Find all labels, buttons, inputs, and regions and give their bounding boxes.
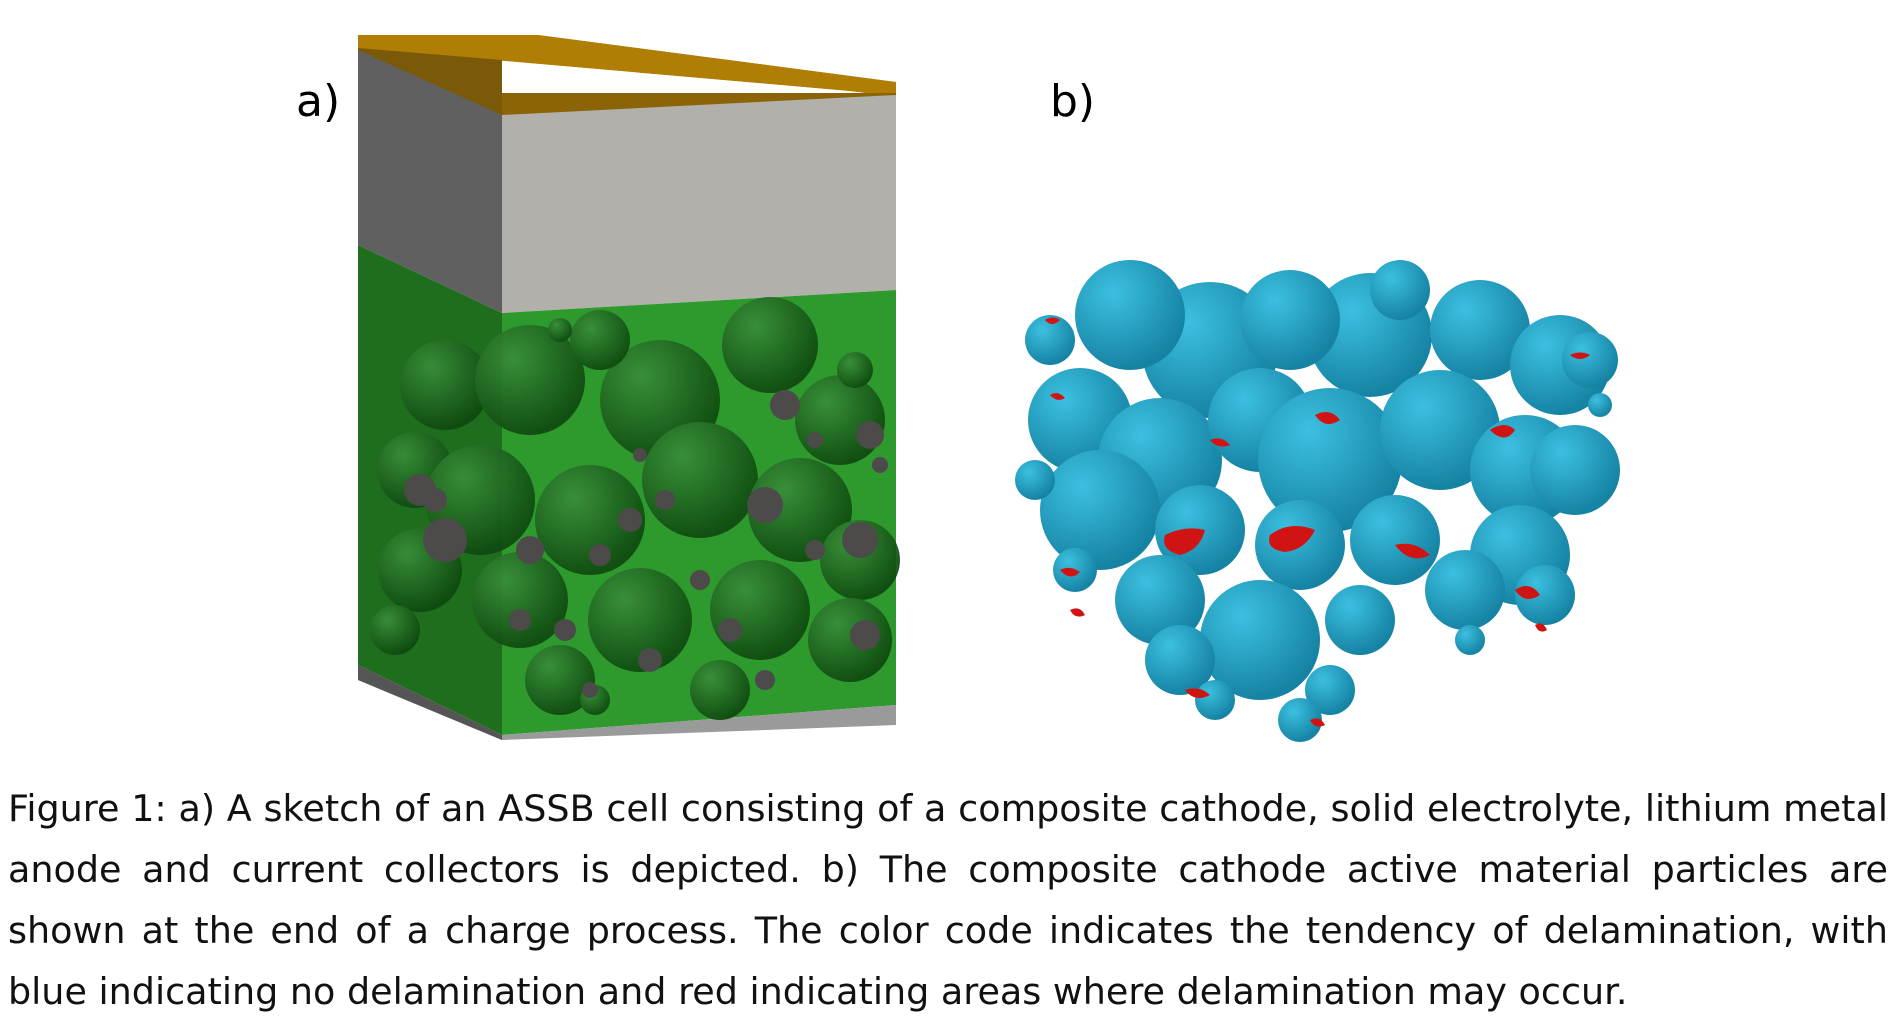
panel-a-label: a) — [296, 76, 341, 127]
lithium-anode-front — [502, 95, 896, 313]
figure-illustration — [358, 35, 1620, 742]
particle-delamination-render — [1015, 260, 1620, 742]
assb-cell-sketch — [358, 35, 900, 740]
cathode-particles — [370, 297, 900, 720]
panel-b-label: b) — [1050, 76, 1096, 127]
al-collector-bottom — [358, 665, 896, 740]
lithium-anode-side — [358, 50, 502, 313]
particle-cores — [404, 390, 888, 698]
delamination-regions — [1045, 317, 1590, 727]
figure-caption: Figure 1: a) A sketch of an ASSB cell co… — [8, 787, 1888, 1013]
